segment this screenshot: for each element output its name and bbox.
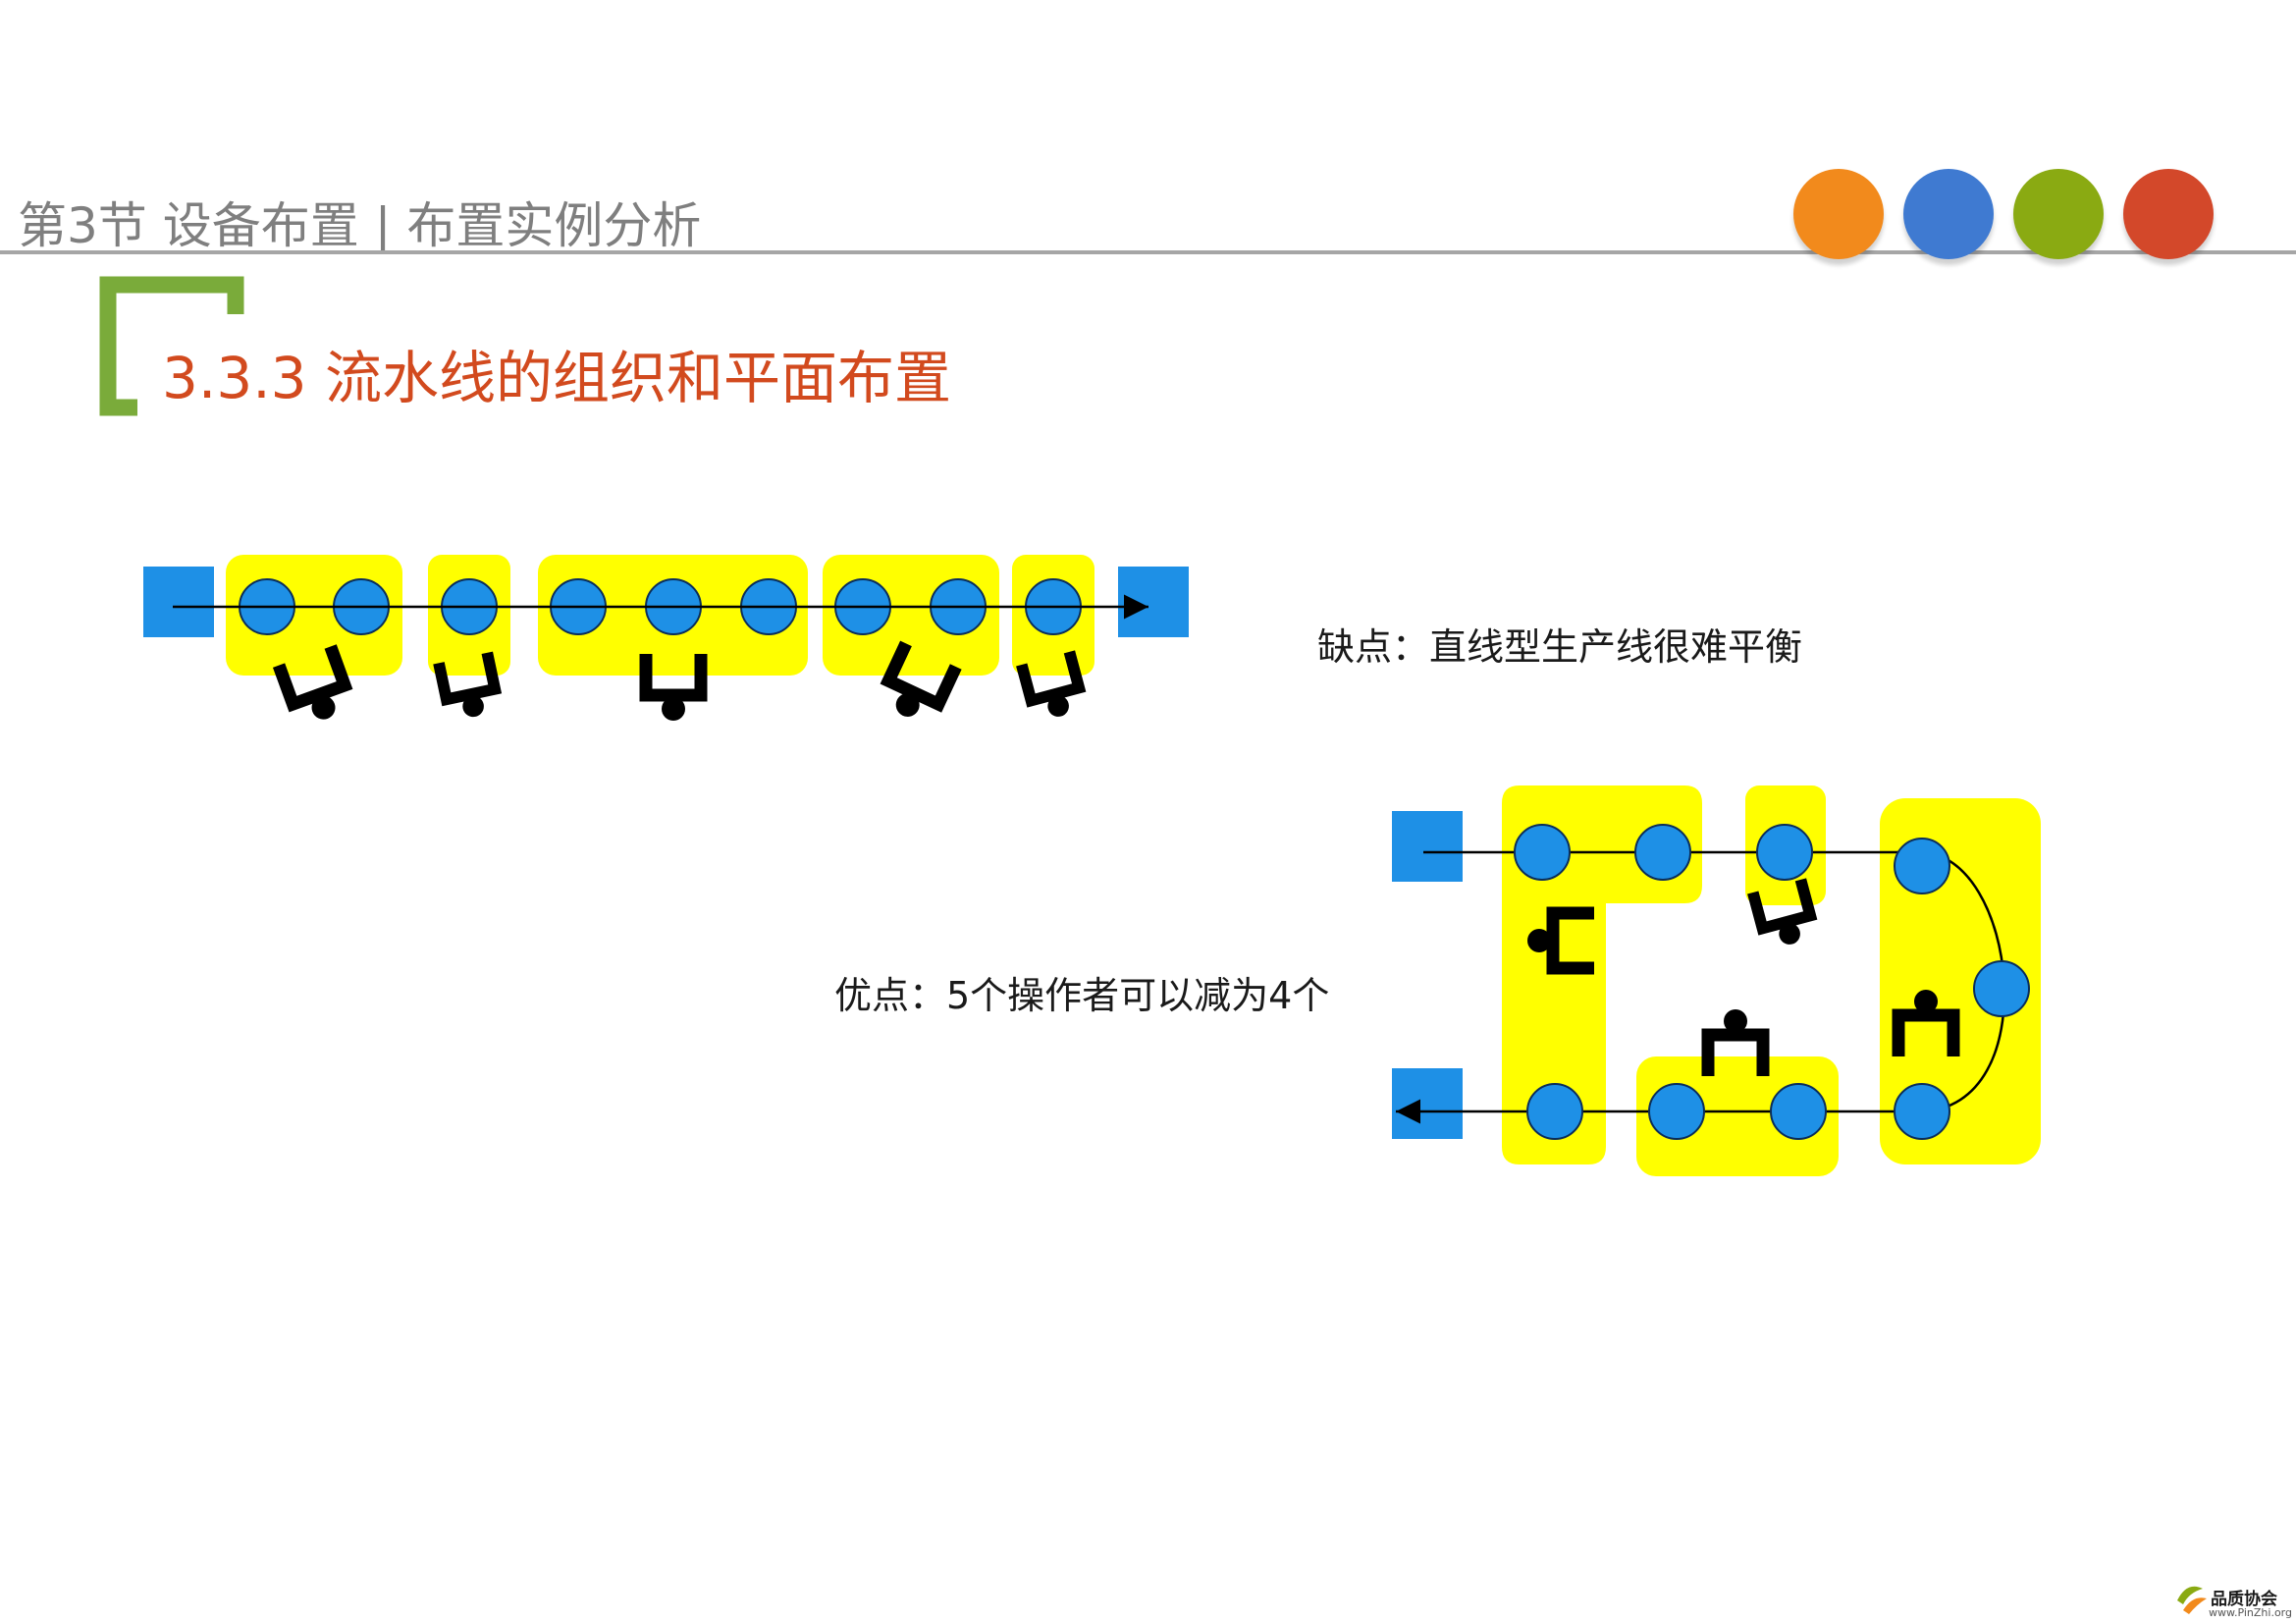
orange-dot <box>1793 169 1884 259</box>
header-divider <box>0 250 2296 254</box>
section-bracket <box>99 276 244 416</box>
station <box>1973 960 2030 1017</box>
station <box>1894 1083 1950 1140</box>
end-station <box>1392 1068 1463 1139</box>
advantage-caption: 优点：5个操作者可以减为4个 <box>834 974 1330 1017</box>
station <box>1648 1083 1705 1140</box>
station <box>1514 824 1571 881</box>
blue-dot <box>1903 169 1994 259</box>
start-station <box>1392 811 1463 882</box>
station <box>1770 1083 1827 1140</box>
red-dot <box>2123 169 2214 259</box>
station <box>1526 1083 1583 1140</box>
straight-line-layout <box>143 555 1189 729</box>
end-station <box>1118 567 1189 637</box>
footer-logo-text: 品质协会 <box>2211 1590 2277 1609</box>
stations <box>1514 824 2030 1140</box>
work-zone <box>1502 785 1702 1164</box>
station <box>1894 838 1950 894</box>
disadvantage-caption: 缺点：直线型生产线很难平衡 <box>1317 625 1803 669</box>
footer-url: www.PinZhi.org <box>2209 1606 2292 1619</box>
station <box>1756 824 1813 881</box>
station <box>1634 824 1691 881</box>
header-title: 第3节 设备布置 | 布置实例分析 <box>18 197 702 254</box>
green-dot <box>2013 169 2104 259</box>
section-title: 3.3.3 流水线的组织和平面布置 <box>162 345 952 411</box>
u-shaped-layout <box>1392 785 2041 1176</box>
footer-logo-mark <box>2177 1586 2207 1614</box>
start-station <box>143 567 214 637</box>
